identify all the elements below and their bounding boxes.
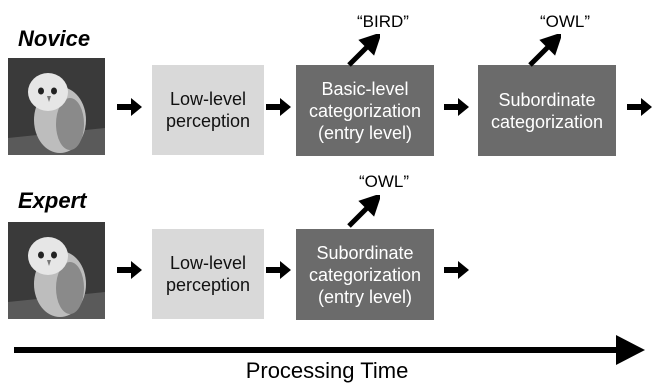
novice-owl-output-arrow: [527, 34, 561, 68]
expert-label: Expert: [18, 188, 87, 213]
novice-owl-photo: [8, 58, 105, 155]
expert-low-level-perception: Low-level perception: [152, 229, 264, 319]
novice-subordinate-categorization: Subordinate categorization: [478, 65, 616, 156]
novice-bird-output-arrow: [346, 34, 380, 68]
expert-subordinate-categorization: Subordinate categorization (entry level): [296, 229, 434, 320]
novice-arrow-2: [266, 97, 292, 117]
expert-arrow-2: [266, 260, 292, 280]
novice-arrow-4: [627, 97, 653, 117]
novice-label: Novice: [18, 26, 91, 51]
expert-arrow-3: [444, 260, 470, 280]
novice-owl-output: “OWL”: [540, 12, 591, 31]
novice-arrow-1: [117, 97, 143, 117]
expert-owl-output: “OWL”: [359, 172, 410, 191]
novice-arrow-3: [444, 97, 470, 117]
novice-bird-output: “BIRD”: [357, 12, 409, 31]
processing-time-arrow: [14, 334, 646, 366]
expert-arrow-1: [117, 260, 143, 280]
novice-low-level-perception: Low-level perception: [152, 65, 264, 155]
expert-owl-output-arrow: [346, 195, 380, 229]
novice-basic-level-categorization: Basic-level categorization (entry level): [296, 65, 434, 156]
processing-time-label: Processing Time: [245, 358, 409, 383]
expert-owl-photo: [8, 222, 105, 319]
